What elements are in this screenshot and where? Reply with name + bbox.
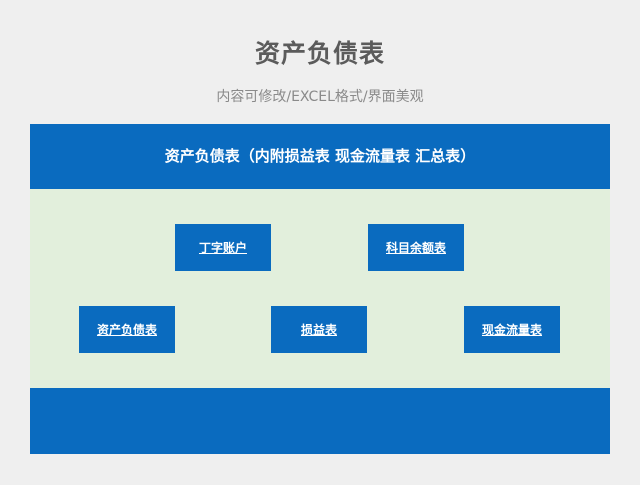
- subject-balance-link[interactable]: 科目余额表: [368, 224, 464, 271]
- card-footer: [30, 388, 610, 454]
- t-account-link[interactable]: 丁字账户: [175, 224, 271, 271]
- balance-sheet-link[interactable]: 资产负债表: [79, 306, 175, 353]
- page-title: 资产负债表: [254, 39, 385, 68]
- card-header: 资产负债表（内附损益表 现金流量表 汇总表）: [30, 124, 610, 189]
- sheet-card: 资产负债表（内附损益表 现金流量表 汇总表） 丁字账户 科目余额表 资产负债表 …: [30, 124, 610, 454]
- card-body: 丁字账户 科目余额表 资产负债表 损益表 现金流量表: [30, 189, 610, 388]
- income-statement-link[interactable]: 损益表: [271, 306, 367, 353]
- page-subtitle: 内容可修改/EXCEL格式/界面美观: [216, 89, 424, 105]
- cash-flow-link[interactable]: 现金流量表: [464, 306, 560, 353]
